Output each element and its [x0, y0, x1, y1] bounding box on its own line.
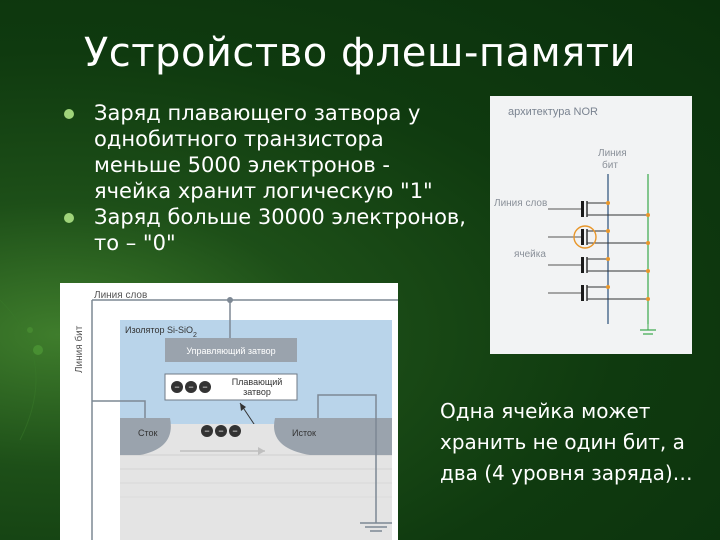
- electron-group: − − −: [171, 381, 211, 393]
- drain-label: Сток: [138, 428, 158, 438]
- bullet-item: Заряд больше 30000 электронов, то – "0": [62, 204, 472, 256]
- highlighted-cell-circle: [573, 225, 597, 249]
- bullet-list: Заряд плавающего затвора у однобитного т…: [62, 100, 472, 256]
- nor-cell-row: [548, 285, 650, 301]
- bullet-icon: [64, 109, 74, 119]
- ground-icon: [360, 522, 392, 532]
- svg-text:−: −: [188, 382, 193, 392]
- drain-region: [120, 418, 171, 455]
- svg-text:−: −: [218, 426, 223, 436]
- nor-cell-row: [548, 225, 650, 249]
- flash-cell-diagram: Линия слов Линия бит Изолятор Si-SiO2 Уп…: [73, 290, 398, 540]
- svg-text:−: −: [204, 426, 209, 436]
- channel-electron-group: − − −: [201, 425, 241, 437]
- bitline-label: Линия бит: [73, 325, 85, 373]
- caption-text: Одна ячейка может хранить не один бит, а…: [440, 399, 693, 485]
- bullet-text: Заряд больше 30000 электронов, то – "0": [94, 205, 466, 255]
- nor-cell-row: [548, 201, 650, 217]
- bitline-label: бит: [602, 159, 618, 171]
- nor-architecture-panel: архитектура NOR Линия бит Линия слов яче…: [490, 96, 692, 354]
- svg-text:−: −: [174, 382, 179, 392]
- source-region: [274, 418, 392, 455]
- cell-label: ячейка: [514, 249, 546, 260]
- bitline-label: Линия: [598, 148, 627, 159]
- ground-icon: [640, 324, 656, 335]
- nor-cell-row: [548, 257, 650, 273]
- nor-diagram: архитектура NOR Линия бит Линия слов яче…: [494, 106, 656, 335]
- control-gate-label: Управляющий затвор: [186, 346, 275, 356]
- nor-title: архитектура NOR: [508, 106, 598, 118]
- bullet-item: Заряд плавающего затвора у однобитного т…: [62, 100, 472, 204]
- control-gate: [165, 338, 297, 362]
- source-label: Исток: [292, 428, 316, 438]
- svg-text:−: −: [202, 382, 207, 392]
- insulator-label: Изолятор Si-SiO2: [125, 325, 197, 339]
- floating-gate-label: затвор: [243, 387, 271, 397]
- wordline-label: Линия слов: [494, 198, 547, 209]
- wordline-label: Линия слов: [94, 290, 147, 301]
- bullet-text: Заряд плавающего затвора у однобитного т…: [94, 101, 433, 203]
- floating-gate-label: Плавающий: [232, 377, 283, 387]
- slide-title: Устройство флеш-памяти: [83, 30, 637, 76]
- insulator-region: [120, 320, 392, 424]
- bullet-icon: [64, 213, 74, 223]
- flash-cell-panel: Линия слов Линия бит Изолятор Si-SiO2 Уп…: [60, 283, 398, 540]
- svg-text:−: −: [232, 426, 237, 436]
